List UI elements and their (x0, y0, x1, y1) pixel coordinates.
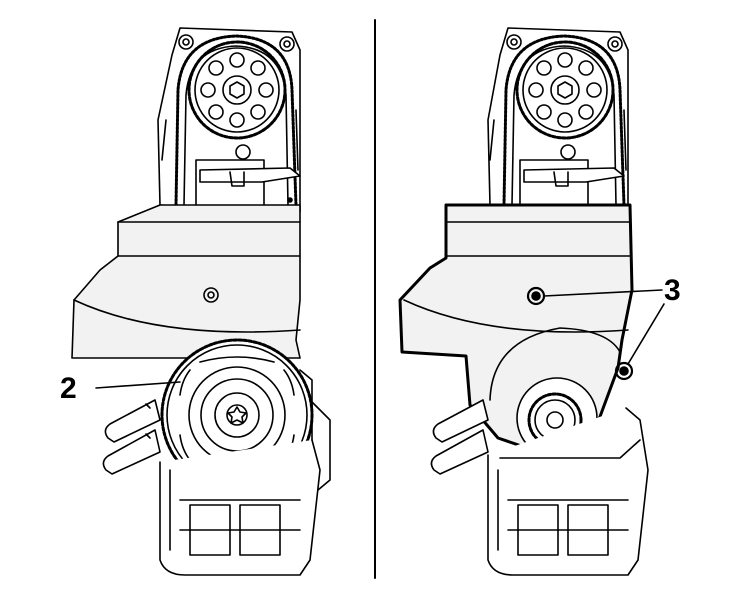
callout-label-2: 2 (60, 372, 77, 405)
left-lower-cover (71, 204, 301, 359)
right-camshaft-sprocket (515, 40, 615, 140)
right-panel-engine (398, 27, 649, 576)
right-injectors (430, 399, 489, 475)
left-panel-engine (71, 27, 331, 576)
callout-3-leader-upper (543, 289, 663, 297)
left-tensioner (195, 159, 265, 211)
right-timing-belt (502, 34, 626, 207)
left-injectors (102, 399, 161, 475)
callout-3-leader-lower (627, 303, 665, 365)
callout-2-leader (95, 381, 181, 389)
left-camshaft-sprocket (187, 40, 287, 140)
callout-label-3: 3 (664, 274, 681, 307)
right-bolt-lower (614, 361, 634, 381)
right-tensioner (519, 159, 589, 211)
left-timing-belt (174, 34, 298, 207)
